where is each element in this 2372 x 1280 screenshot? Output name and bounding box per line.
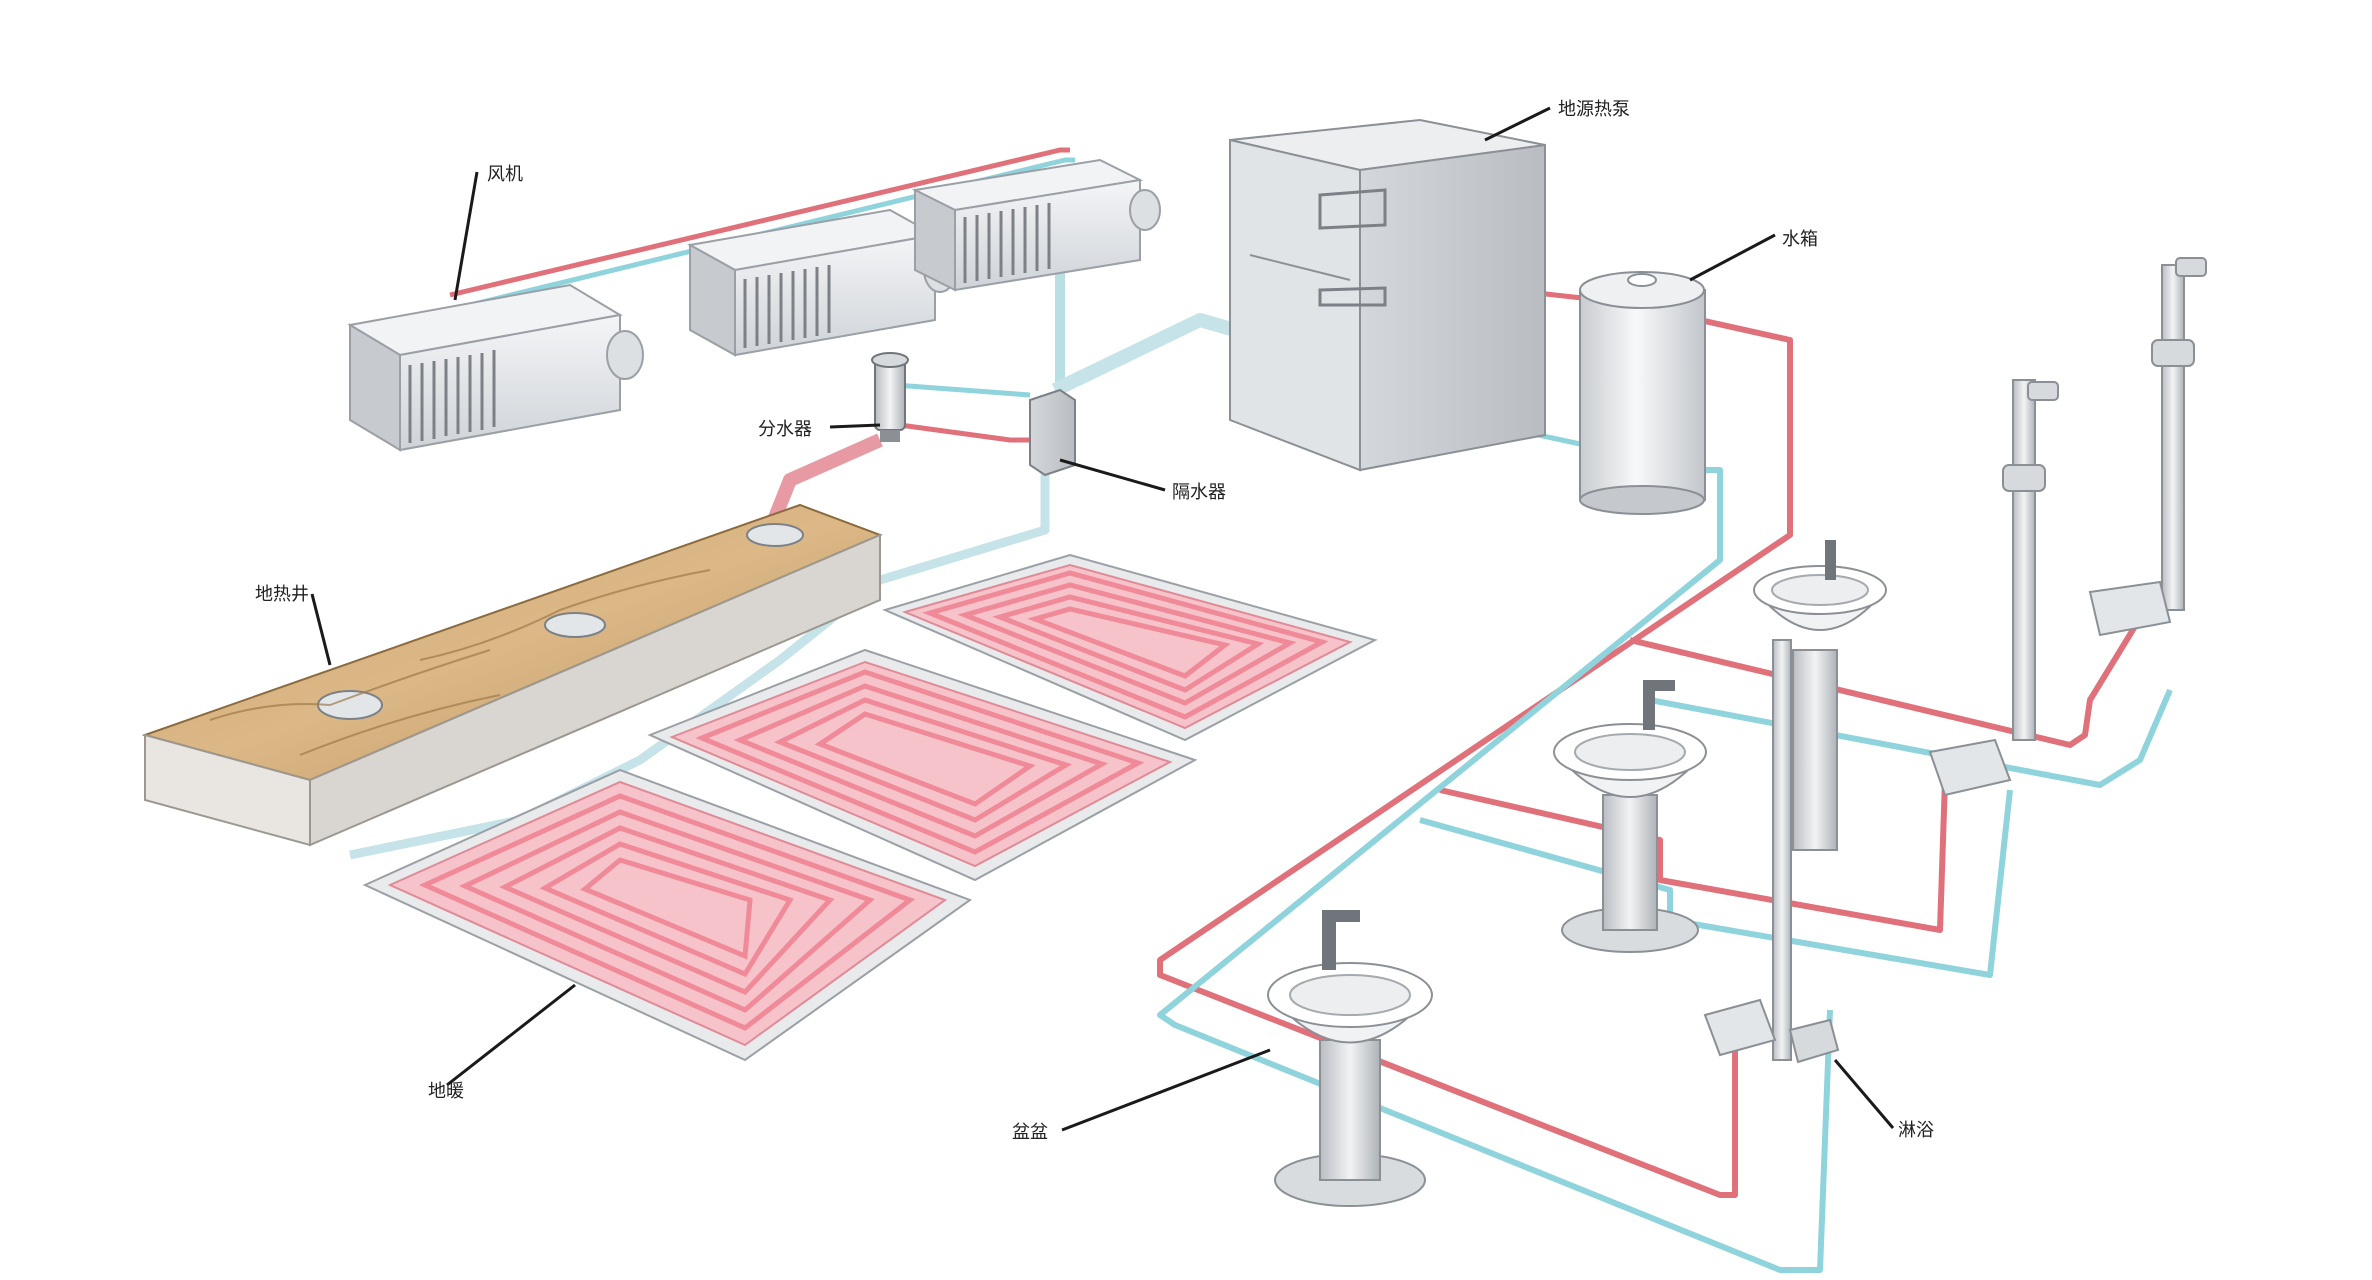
shower	[1928, 379, 2059, 797]
pipe-network	[349, 147, 2173, 1273]
ground-probe-block	[141, 503, 883, 847]
label-floor-heating: 地暖	[428, 1081, 464, 1102]
cold-pipe	[894, 382, 1031, 398]
hot-pipe	[1629, 608, 2148, 748]
hot-pipe	[1439, 779, 1948, 933]
floor-heating-panel	[882, 553, 1378, 742]
hot-pipe	[449, 147, 1070, 298]
basins	[1267, 540, 1887, 1207]
leader-line	[1484, 106, 1551, 142]
label-water-tank: 水箱	[1782, 229, 1818, 250]
shower	[2088, 257, 2207, 637]
leader-line	[446, 983, 576, 1087]
showers	[1703, 257, 2207, 1064]
label-basin: 盆盆	[1012, 1122, 1048, 1143]
shower-mixer	[1703, 639, 1840, 1064]
leader-line	[829, 423, 881, 429]
floor-heating-panels	[362, 553, 1378, 1062]
hot-pipe	[899, 422, 1030, 443]
fan-coil-units	[347, 158, 1161, 452]
hot-pipe	[1157, 317, 1793, 1198]
basin	[1553, 680, 1707, 953]
label-ground-probe: 地热井	[255, 584, 309, 605]
basin	[1267, 910, 1433, 1207]
leader-line	[453, 171, 479, 301]
leader-line	[1689, 233, 1776, 282]
label-heat-pump: 地源热泵	[1558, 99, 1630, 120]
cold-pipe	[1051, 313, 1237, 397]
floor-heating-panel	[647, 648, 1198, 882]
cold-pipe	[469, 157, 1075, 308]
label-shower: 淋浴	[1898, 1120, 1934, 1141]
fan-coil-unit	[347, 283, 644, 452]
label-water-separator: 隔水器	[1172, 482, 1226, 503]
leader-line	[1833, 1059, 1895, 1129]
heat-pump-cabinet	[1229, 118, 1546, 472]
cold-pipe	[1649, 688, 2173, 788]
cold-pipe	[1157, 467, 1833, 1273]
labels: 风机 地源热泵 水箱 分水器 隔水器 地热井 地暖 盆盆 淋浴	[255, 99, 1934, 1143]
label-fan-coil: 风机	[487, 164, 523, 185]
basin	[1753, 540, 1887, 851]
cold-pipe	[1040, 255, 1065, 405]
water-tank	[1579, 271, 1706, 515]
cold-pipe	[1419, 789, 2013, 978]
leader-line	[310, 593, 332, 666]
manifold	[871, 352, 909, 442]
fan-coil-unit	[911, 158, 1161, 292]
floor-heating-panel	[362, 768, 973, 1062]
leader-line	[1059, 458, 1166, 492]
leader-line	[1061, 1048, 1271, 1132]
label-manifold: 分水器	[758, 419, 812, 440]
leader-lines	[310, 106, 1895, 1132]
